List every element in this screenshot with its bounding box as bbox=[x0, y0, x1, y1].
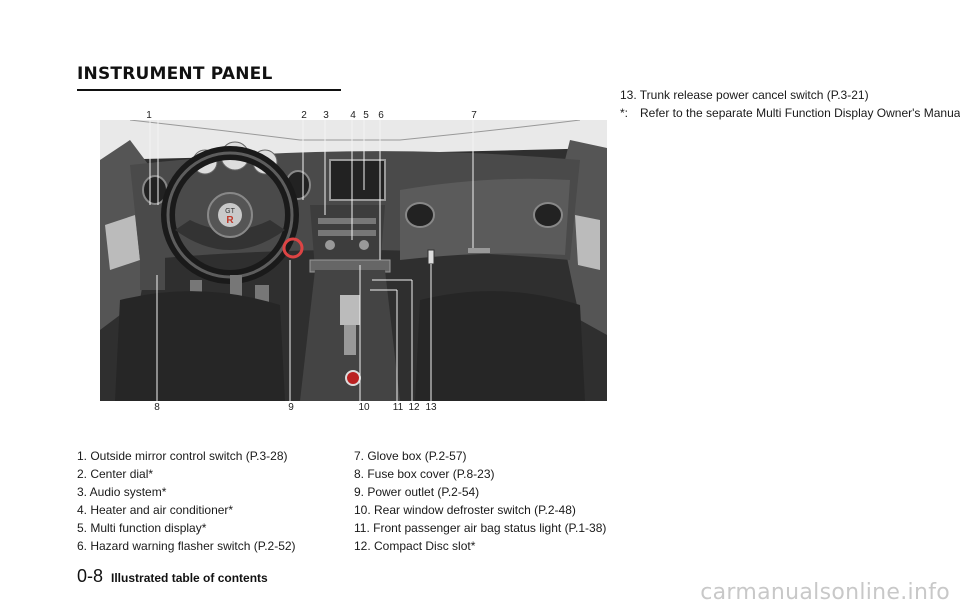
watermark: carmanualsonline.info bbox=[700, 580, 950, 605]
legend-item: 1. Outside mirror control switch (P.3-28… bbox=[77, 449, 288, 463]
badge-text: GT bbox=[225, 208, 235, 215]
section-title: INSTRUMENT PANEL bbox=[77, 64, 273, 84]
callout-number: 10 bbox=[358, 402, 370, 413]
power-outlet-highlight bbox=[282, 237, 304, 259]
footer-title: Illustrated table of contents bbox=[111, 571, 268, 585]
legend-item: 2. Center dial* bbox=[77, 467, 154, 481]
footnote: *: Refer to the separate Multi Function … bbox=[620, 104, 960, 122]
start-button bbox=[345, 370, 361, 386]
legend-item: 5. Multi function display* bbox=[77, 521, 207, 535]
legend-item: 6. Hazard warning flasher switch (P.2-52… bbox=[77, 539, 296, 553]
legend-list-right: 13. Trunk release power cancel switch (P… bbox=[620, 86, 960, 122]
legend-item: 12. Compact Disc slot* bbox=[354, 539, 476, 553]
callout-number: 9 bbox=[288, 402, 294, 413]
legend-item: 9. Power outlet (P.2-54) bbox=[354, 485, 480, 499]
callout-lines bbox=[149, 120, 474, 401]
instrument-panel-drawing: GT R bbox=[100, 120, 607, 401]
badge bbox=[218, 203, 242, 227]
callout-number: 8 bbox=[154, 402, 160, 413]
right-door-panel bbox=[575, 215, 600, 270]
title-rule bbox=[77, 89, 341, 91]
callout-number: 13 bbox=[425, 402, 437, 413]
badge-letter: R bbox=[226, 215, 234, 226]
driver-seat bbox=[115, 291, 285, 401]
callout-number: 11 bbox=[392, 402, 404, 413]
legend-list-left: 1. Outside mirror control switch (P.3-28… bbox=[77, 447, 296, 555]
shifter bbox=[340, 295, 360, 325]
legend-item: 3. Audio system* bbox=[77, 485, 167, 499]
passenger-seat bbox=[415, 291, 585, 401]
vent bbox=[533, 202, 563, 228]
legend-item: 13. Trunk release power cancel switch (P… bbox=[620, 88, 869, 102]
legend-item: 11. Front passenger air bag status light… bbox=[354, 521, 607, 535]
legend-item: 8. Fuse box cover (P.8-23) bbox=[354, 467, 495, 481]
instrument-panel-illustration: GT R bbox=[100, 120, 607, 401]
airbag-status-light bbox=[427, 249, 435, 265]
left-door-panel bbox=[105, 215, 140, 270]
legend-item: 7. Glove box (P.2-57) bbox=[354, 449, 467, 463]
page-footer: 0-8 Illustrated table of contents bbox=[77, 566, 268, 587]
legend-list-middle: 7. Glove box (P.2-57) 8. Fuse box cover … bbox=[354, 447, 606, 555]
glove-box-handle bbox=[468, 248, 490, 253]
vent bbox=[405, 202, 435, 228]
legend-item: 4. Heater and air conditioner* bbox=[77, 503, 234, 517]
footnote-text: Refer to the separate Multi Function Dis… bbox=[640, 106, 960, 120]
callout-number: 12 bbox=[408, 402, 420, 413]
passenger-dash bbox=[400, 178, 570, 260]
legend-item: 10. Rear window defroster switch (P.2-48… bbox=[354, 503, 576, 517]
multi-function-display bbox=[329, 159, 386, 201]
page-number: 0-8 bbox=[77, 566, 104, 586]
footnote-mark: *: bbox=[620, 106, 629, 120]
